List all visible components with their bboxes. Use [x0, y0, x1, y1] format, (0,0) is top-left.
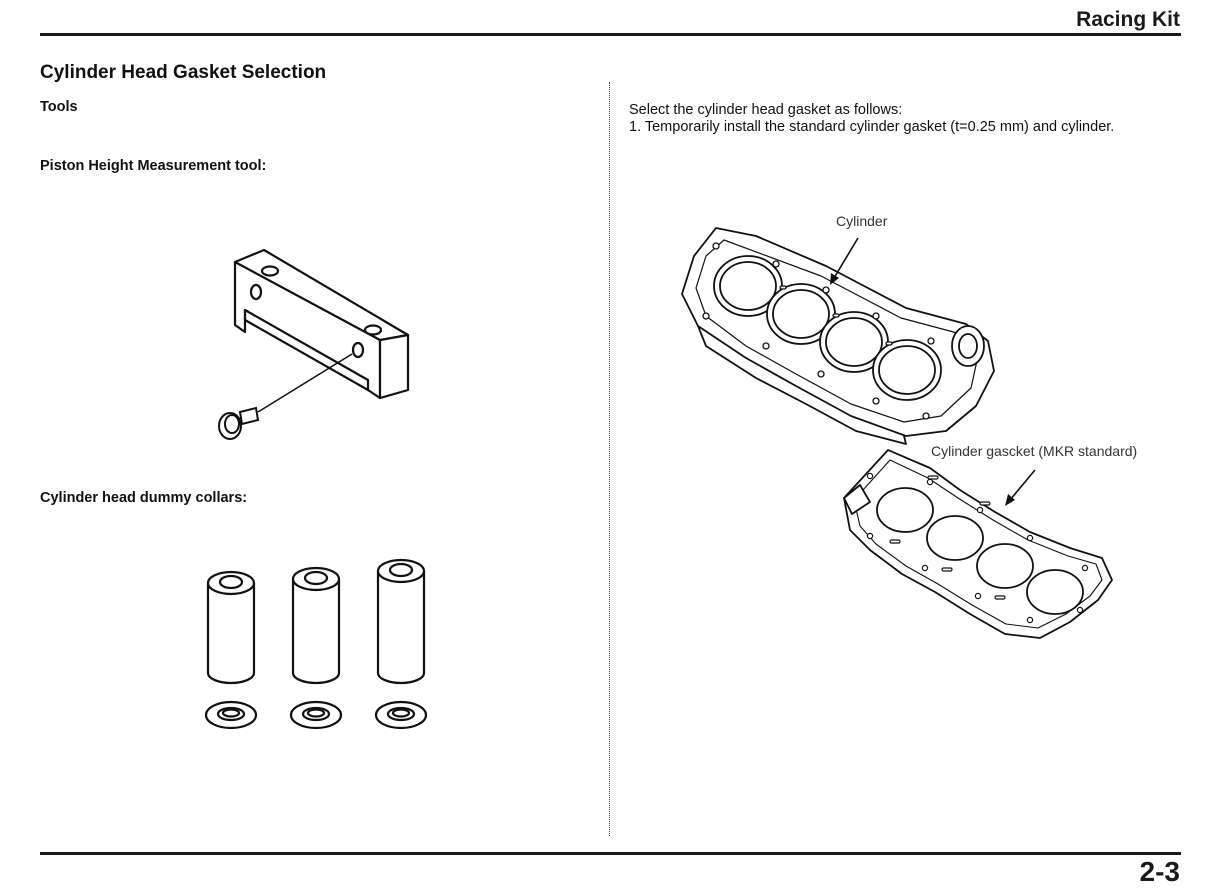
cylinder-block-illustration: [681, 227, 995, 445]
footer-rule: [40, 852, 1181, 855]
tools-heading: Tools: [40, 99, 78, 115]
page-number: 2-3: [1139, 856, 1180, 887]
section-title: Cylinder Head Gasket Selection: [40, 62, 327, 83]
piston-height-tool-illustration: [218, 248, 410, 440]
cylinder-gasket-illustration: [843, 449, 1113, 639]
intro-text: Select the cylinder head gasket as follo…: [629, 102, 903, 118]
header-rule: [40, 33, 1181, 36]
dummy-collars-illustration: [204, 558, 428, 730]
tool2-label: Cylinder head dummy collars:: [40, 490, 248, 506]
step-1-text: 1. Temporarily install the standard cyli…: [629, 119, 1115, 135]
callout-cylinder: Cylinder: [836, 213, 888, 229]
column-divider: [609, 82, 610, 836]
header-title: Racing Kit: [1076, 8, 1180, 31]
callout-gasket: Cylinder gascket (MKR standard): [931, 443, 1138, 459]
tool1-label: Piston Height Measurement tool:: [40, 158, 267, 174]
